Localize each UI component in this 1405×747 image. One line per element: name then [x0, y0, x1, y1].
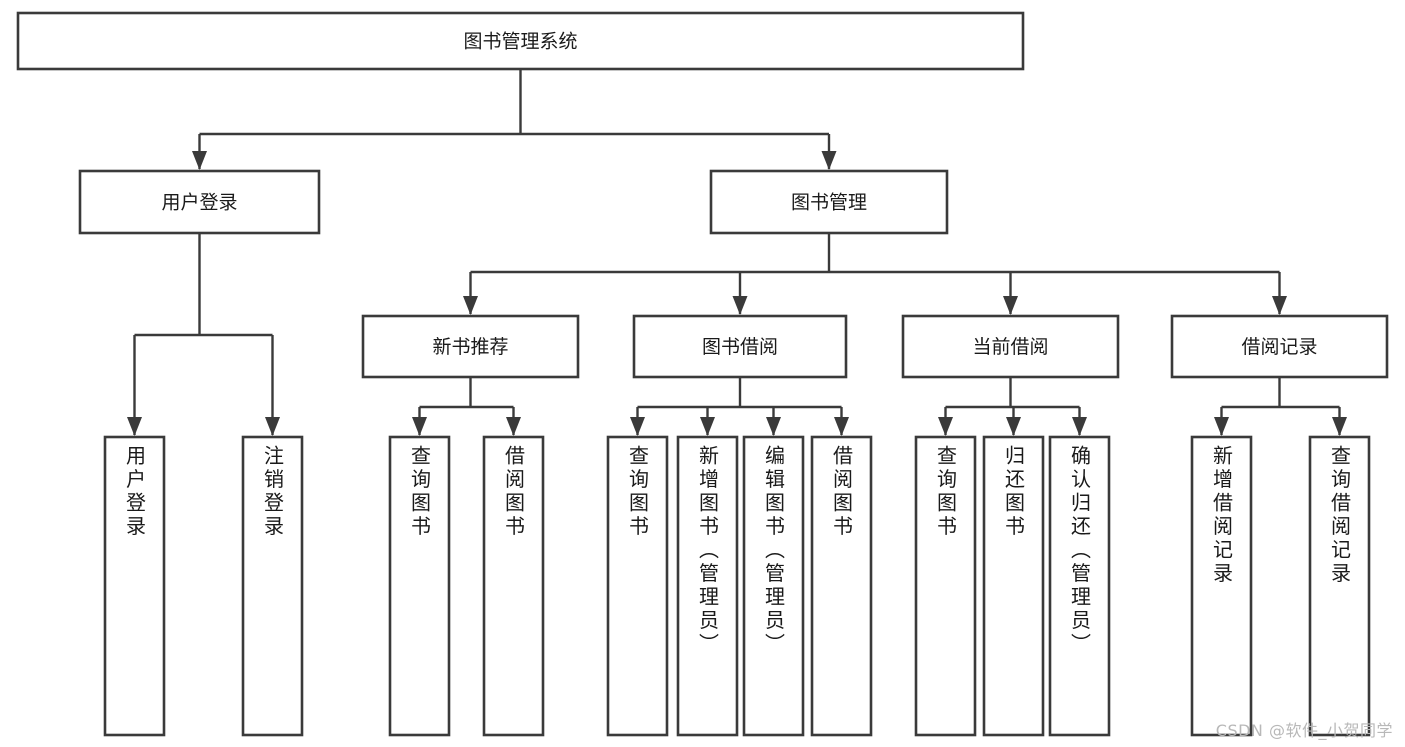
node-box-leaf-2[interactable]	[388, 435, 451, 737]
node-box-leaf-5[interactable]	[676, 435, 739, 737]
node-box-level3-3[interactable]	[1170, 314, 1389, 379]
node-label-level3-1: 图书借阅	[702, 336, 778, 358]
node-label-level3-0: 新书推荐	[432, 336, 508, 358]
node-box-leaf-10[interactable]	[1048, 435, 1111, 737]
arrow-head-icon	[1272, 296, 1287, 315]
node-label-level2-1: 图书管理	[791, 192, 867, 214]
arrow-head-icon	[630, 417, 645, 436]
node-box-leaf-7[interactable]	[810, 435, 873, 737]
watermark-text: CSDN @软件_小贺同学	[1215, 721, 1393, 740]
arrow-head-icon	[1214, 417, 1229, 436]
node-box-leaf-8[interactable]	[914, 435, 977, 737]
arrow-head-icon	[766, 417, 781, 436]
node-box-leaf-0[interactable]	[103, 435, 166, 737]
node-box-leaf-4[interactable]	[606, 435, 669, 737]
node-box-level3-0[interactable]	[361, 314, 580, 379]
node-label-level3-2: 当前借阅	[972, 336, 1048, 358]
node-box-leaf-1[interactable]	[241, 435, 304, 737]
node-box-level2-0[interactable]	[78, 169, 321, 235]
arrow-head-icon	[1006, 417, 1021, 436]
arrow-head-icon	[700, 417, 715, 436]
connectors-layer	[127, 69, 1347, 436]
node-box-leaf-6[interactable]	[742, 435, 805, 737]
node-label-level3-3: 借阅记录	[1241, 336, 1317, 358]
arrow-head-icon	[821, 151, 837, 170]
node-box-level3-1[interactable]	[632, 314, 848, 379]
arrow-head-icon	[1072, 417, 1087, 436]
arrow-head-icon	[938, 417, 953, 436]
node-label-level2-0: 用户登录	[161, 192, 237, 214]
arrow-head-icon	[192, 151, 207, 170]
arrow-head-icon	[265, 417, 280, 436]
node-box-leaf-12[interactable]	[1308, 435, 1371, 737]
arrow-head-icon	[1332, 417, 1347, 436]
node-box-leaf-9[interactable]	[982, 435, 1045, 737]
arrow-head-icon	[732, 296, 748, 315]
arrow-head-icon	[1003, 296, 1018, 315]
arrow-head-icon	[506, 417, 521, 436]
arrow-head-icon	[412, 417, 427, 436]
node-box-level2-1[interactable]	[709, 169, 949, 235]
node-box-leaf-3[interactable]	[482, 435, 545, 737]
node-box-level3-2[interactable]	[901, 314, 1120, 379]
node-label-root: 图书管理系统	[463, 31, 577, 53]
arrow-head-icon	[463, 296, 478, 315]
arrow-head-icon	[834, 417, 849, 436]
node-boxes-layer	[16, 11, 1389, 737]
node-box-leaf-11[interactable]	[1190, 435, 1253, 737]
node-box-root[interactable]	[16, 11, 1025, 71]
arrow-head-icon	[127, 417, 142, 436]
